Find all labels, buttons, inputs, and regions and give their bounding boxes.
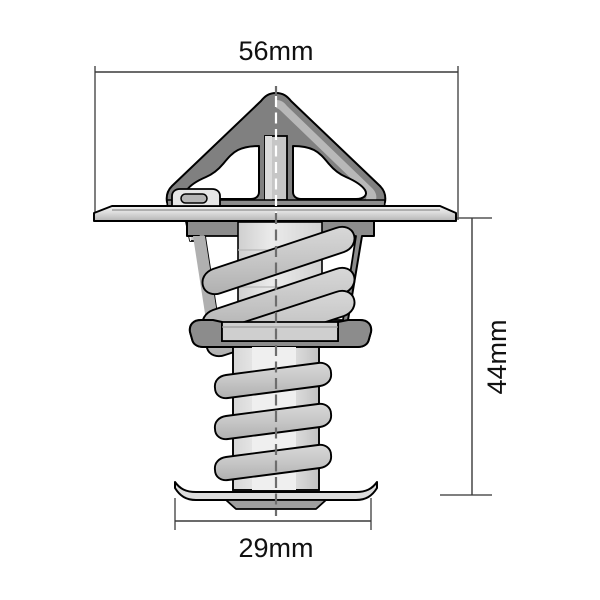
dimension-label-44mm: 44mm [482, 319, 512, 394]
thermostat-assembly [93, 86, 457, 516]
dimension-label-56mm: 56mm [238, 36, 313, 66]
top-frame-post-highlight [265, 136, 272, 200]
dimension-width-top: 56mm [94, 36, 459, 220]
lower-spring-coil-2 [213, 402, 333, 441]
lower-spring-coil-1 [213, 361, 333, 400]
base-plate-disc [174, 481, 378, 501]
jiggle-pin-head [180, 193, 208, 204]
body-frame-boss-overlay [188, 319, 373, 348]
top-frame-window-left [185, 145, 260, 200]
dimension-height-overall: 44mm [440, 217, 512, 496]
part-lower-spring [213, 361, 333, 482]
lower-spring-coil-3 [213, 443, 333, 482]
dimension-width-base: 29mm [174, 498, 372, 563]
spring-coil-1 [201, 225, 356, 296]
body-frame-center-boss-top [221, 321, 339, 342]
dimension-label-29mm: 29mm [238, 533, 313, 563]
top-frame-window-right [292, 145, 367, 200]
top-frame-highlight [276, 100, 377, 206]
